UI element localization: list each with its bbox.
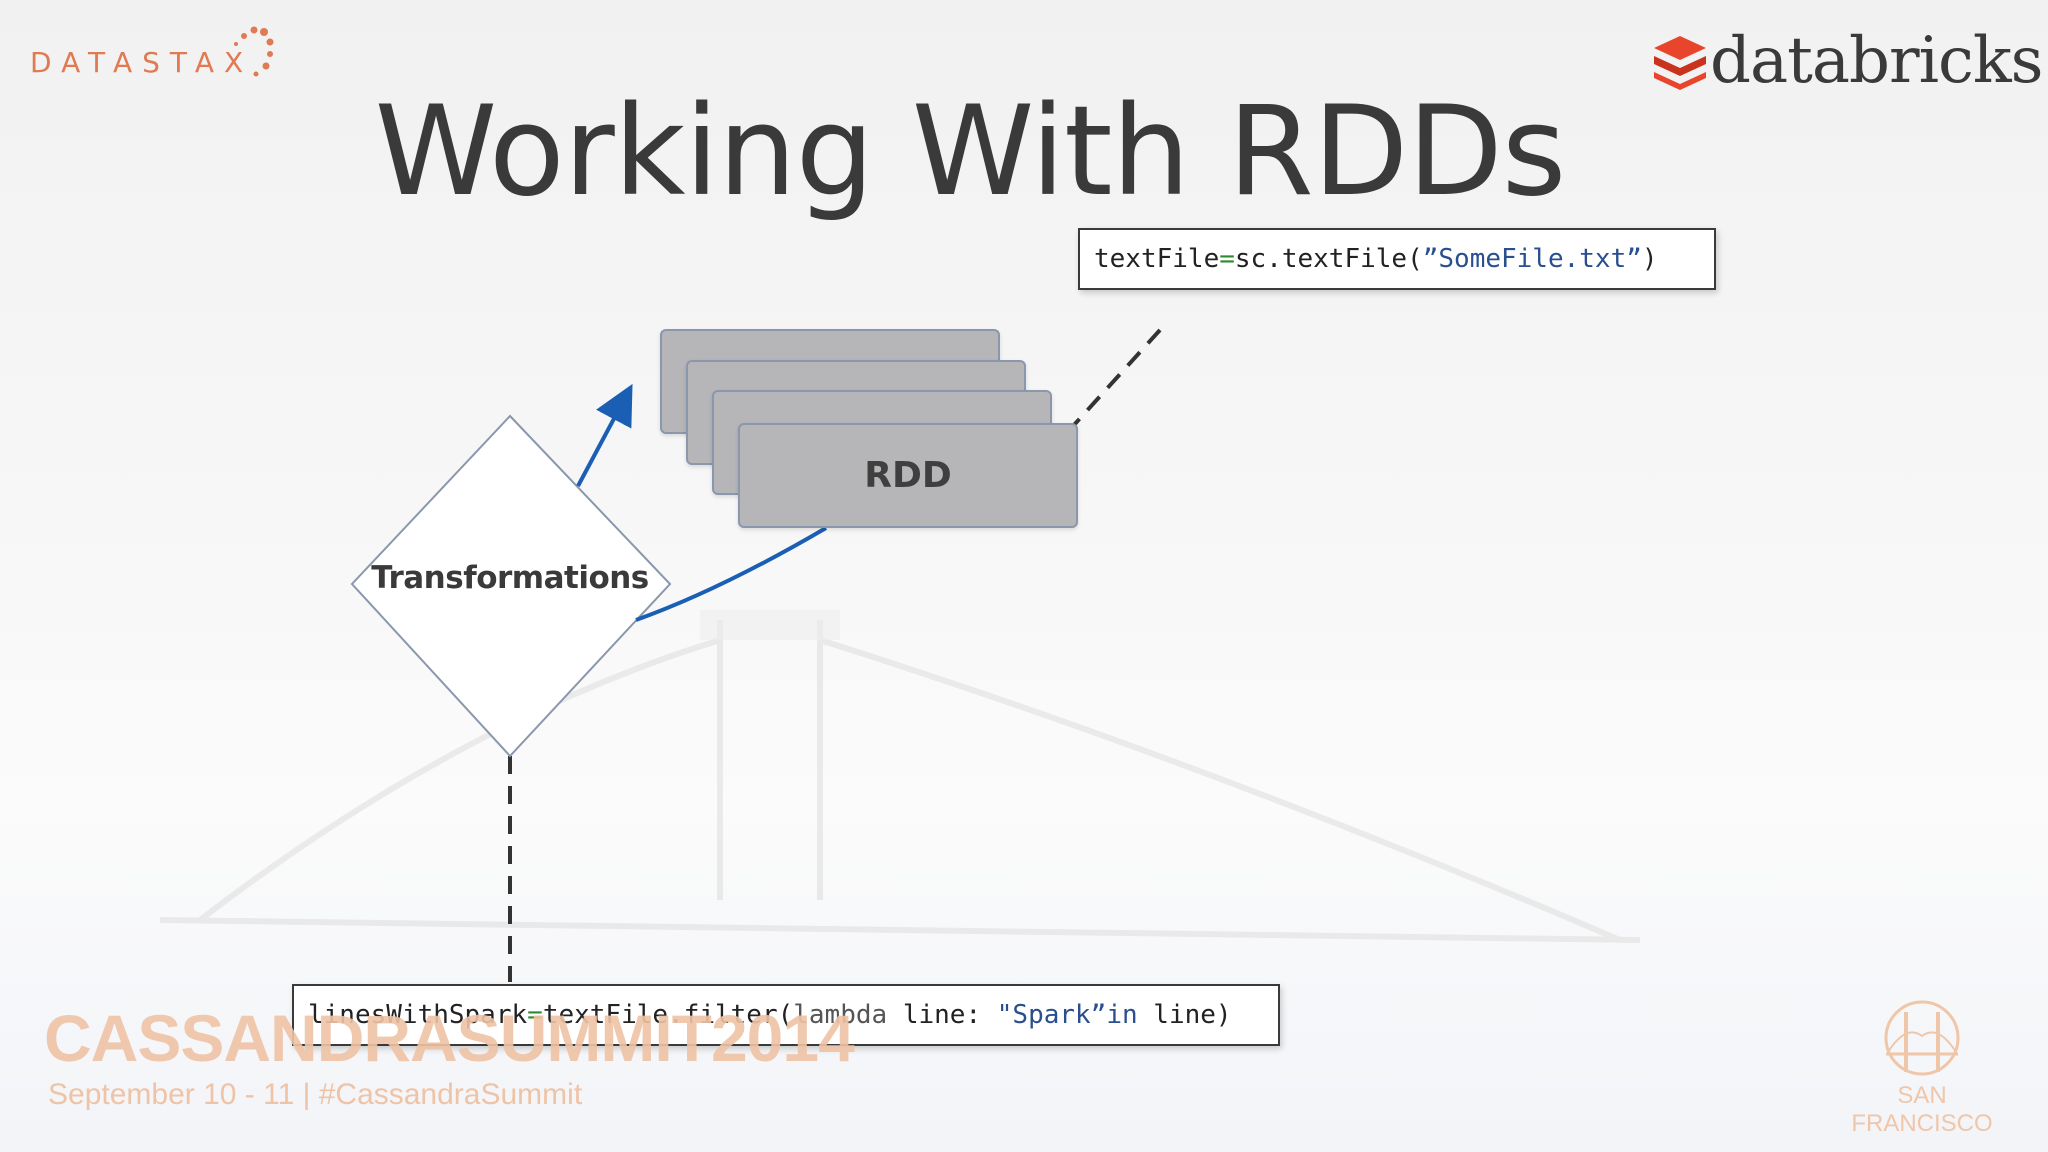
code-string: ”SomeFile.txt” <box>1422 244 1642 274</box>
code-call: sc.textFile( <box>1234 244 1423 274</box>
code-keyword-lambda: lambda <box>793 1000 888 1030</box>
code-operator: = <box>527 1000 543 1030</box>
code-string: "Spark” <box>996 1000 1107 1030</box>
code-rest: line) <box>1137 1000 1232 1030</box>
transform-to-rdd-arrow <box>576 383 633 487</box>
code-close: ) <box>1641 244 1658 274</box>
datastax-logo: DATASTAX <box>30 24 290 84</box>
rdd-label: RDD <box>864 455 952 496</box>
san-francisco-label: SAN FRANCISCO <box>1851 1082 1993 1137</box>
cassandra-summit-title: CASSANDRASUMMIT2014 <box>44 1001 855 1075</box>
filter-code-box: linesWithSpark = textFile.filter(lambda … <box>292 984 1280 1046</box>
datastax-wordmark: DATASTAX <box>30 46 254 79</box>
datastax-dots-icon <box>234 26 274 77</box>
rdd-to-transform-arrow <box>635 526 828 622</box>
code-arg: line: <box>887 1000 997 1030</box>
dashed-connector-top <box>1072 328 1162 427</box>
rdd-card-front: RDD <box>738 423 1078 528</box>
databricks-logo: databricks <box>1652 24 2043 104</box>
databricks-wordmark: databricks <box>1710 24 2043 98</box>
golden-gate-bridge-icon <box>1884 1000 1960 1076</box>
databricks-stack-icon <box>1654 36 1706 90</box>
code-keyword-in: in <box>1106 1000 1138 1030</box>
slide-title: Working With RDDs <box>374 80 1567 224</box>
cassandra-summit-subtitle: September 10 - 11 | #CassandraSummit <box>48 1078 583 1111</box>
textfile-code-box: textFile = sc.textFile(”SomeFile.txt”) <box>1078 228 1716 290</box>
code-operator: = <box>1219 244 1235 274</box>
code-call: textFile.filter( <box>542 1000 794 1030</box>
code-var: textFile <box>1094 244 1220 274</box>
code-var: linesWithSpark <box>308 1000 528 1030</box>
transformations-label: Transformations <box>371 560 649 596</box>
transformations-diamond <box>350 414 672 758</box>
